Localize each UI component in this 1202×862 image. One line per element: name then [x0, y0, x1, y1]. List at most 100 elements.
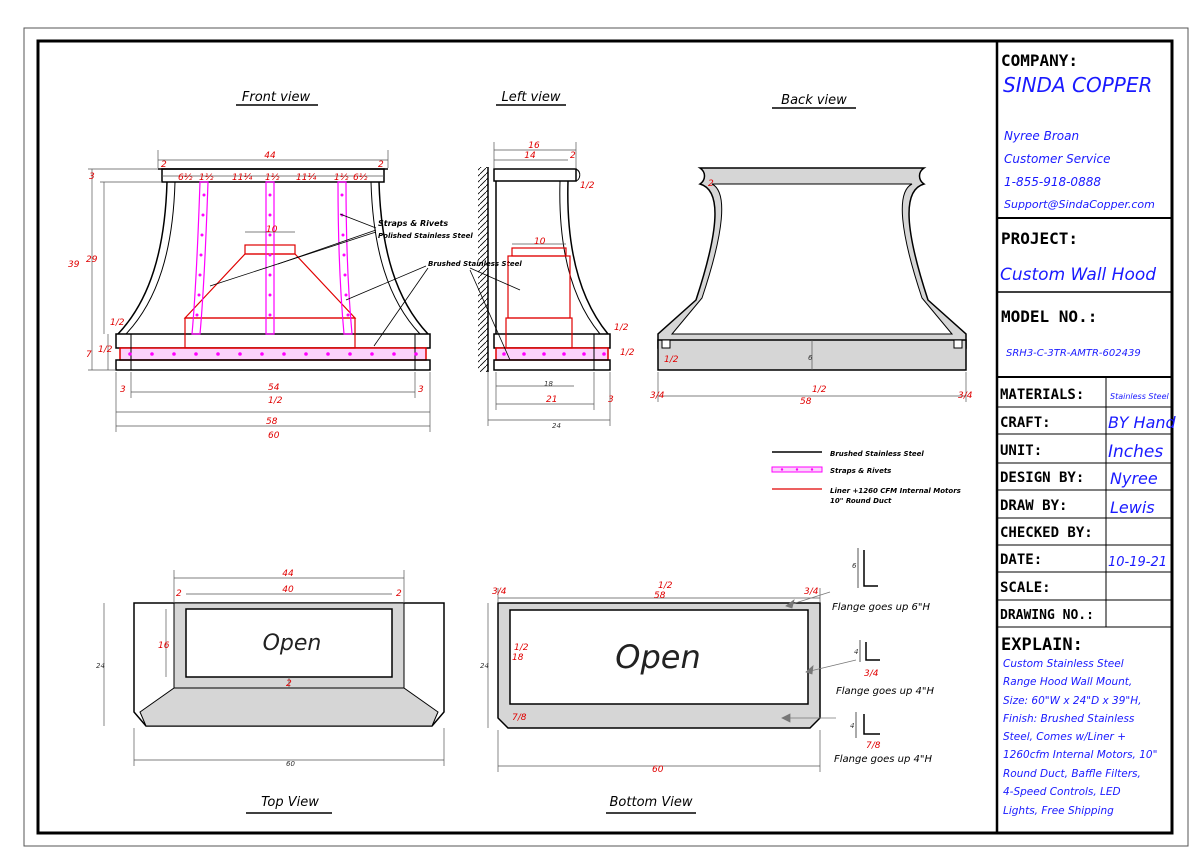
svg-text:1/2: 1/2	[268, 396, 283, 406]
project-name: Custom Wall Hood	[1000, 265, 1156, 285]
svg-text:3: 3	[608, 395, 614, 405]
svg-text:1/2: 1/2	[98, 345, 113, 355]
explain-label: EXPLAIN:	[1001, 635, 1083, 655]
svg-text:24: 24	[552, 422, 561, 430]
svg-text:10: 10	[266, 225, 278, 235]
model-label: MODEL NO.:	[1001, 307, 1097, 326]
flange-4-label-b: Flange goes up 4"H	[834, 754, 933, 765]
materials-label: MATERIALS:	[1000, 387, 1084, 403]
svg-text:1½: 1½	[199, 173, 214, 183]
materials-value: Stainless Steel	[1110, 392, 1169, 401]
scale-label: SCALE:	[1000, 580, 1051, 596]
svg-text:7/8: 7/8	[866, 741, 881, 751]
svg-text:3: 3	[120, 385, 126, 395]
svg-text:24: 24	[96, 662, 105, 670]
svg-text:60: 60	[652, 765, 664, 775]
contact-role: Customer Service	[1004, 152, 1110, 166]
date-value: 10-19-21	[1108, 555, 1167, 570]
bottom-view-title: Bottom View	[610, 795, 693, 810]
svg-text:Finish: Brushed Stainless: Finish: Brushed Stainless	[1003, 713, 1135, 725]
date-label: DATE:	[1000, 552, 1042, 568]
svg-text:2: 2	[708, 179, 714, 189]
svg-text:1/2: 1/2	[580, 181, 595, 191]
svg-text:21: 21	[546, 395, 557, 405]
svg-text:58: 58	[654, 591, 666, 601]
front-view-title: Front view	[242, 90, 311, 105]
svg-text:58: 58	[266, 417, 278, 427]
view-titles: Front view Left view Back view Top View …	[236, 90, 856, 814]
design-by-value: Nyree	[1110, 469, 1158, 488]
bottom-open-label: Open	[615, 638, 700, 676]
draw-by-label: DRAW BY:	[1000, 498, 1067, 514]
brushed-callout: Brushed Stainless Steel	[428, 260, 522, 268]
svg-text:Steel, Comes w/Liner +: Steel, Comes w/Liner +	[1003, 731, 1126, 743]
svg-text:1/2: 1/2	[620, 348, 635, 358]
svg-text:10: 10	[534, 237, 546, 247]
svg-text:3/4: 3/4	[650, 391, 665, 401]
svg-text:1/2: 1/2	[664, 355, 679, 365]
unit-label: UNIT:	[1000, 443, 1042, 459]
svg-text:4: 4	[850, 722, 854, 730]
title-block: COMPANY: SINDA COPPER Nyree Broan Custom…	[995, 41, 1177, 833]
checked-by-label: CHECKED BY:	[1000, 525, 1093, 541]
contact-email: Support@SindaCopper.com	[1004, 198, 1155, 211]
svg-text:Round Duct, Baffle Filters,: Round Duct, Baffle Filters,	[1003, 768, 1141, 780]
model-number: SRH3-C-3TR-AMTR-602439	[1006, 348, 1141, 359]
svg-text:6: 6	[852, 562, 857, 570]
svg-text:Size: 60"W x 24"D x 39"H,: Size: 60"W x 24"D x 39"H,	[1003, 695, 1141, 707]
svg-text:2: 2	[378, 160, 384, 170]
flange-details: 6 Flange goes up 6"H 4 3/4 Flange goes u…	[832, 548, 935, 765]
svg-text:2: 2	[286, 679, 292, 689]
explain-text: Custom Stainless Steel Range Hood Wall M…	[1003, 658, 1157, 817]
flange-4-label-a: Flange goes up 4"H	[836, 686, 935, 697]
svg-text:54: 54	[268, 383, 280, 393]
svg-text:6½: 6½	[353, 173, 368, 183]
svg-text:44: 44	[282, 569, 294, 579]
left-view-title: Left view	[502, 90, 561, 105]
svg-text:2: 2	[396, 589, 402, 599]
svg-text:18: 18	[512, 653, 524, 663]
svg-text:3/4: 3/4	[804, 587, 819, 597]
svg-text:2: 2	[161, 160, 167, 170]
svg-text:Lights, Free Shipping: Lights, Free Shipping	[1003, 805, 1114, 817]
svg-text:6: 6	[808, 354, 813, 362]
svg-text:3/4: 3/4	[492, 587, 507, 597]
svg-text:60: 60	[286, 760, 295, 768]
svg-text:40: 40	[282, 585, 294, 595]
legend: Brushed Stainless Steel Straps & Rivets …	[771, 450, 961, 505]
legend-brushed: Brushed Stainless Steel	[830, 450, 924, 458]
legend-liner: Liner +1260 CFM Internal Motors	[830, 487, 961, 495]
back-view: 2 6 58 1/2 1/2 3/4 3/4	[650, 167, 973, 407]
svg-text:2: 2	[176, 589, 182, 599]
svg-text:29: 29	[86, 255, 98, 265]
top-open-label: Open	[263, 631, 322, 656]
top-view: Open 44 40 2 2 16 24 60 2	[96, 569, 445, 768]
svg-text:4: 4	[854, 648, 858, 656]
flange-6-label: Flange goes up 6"H	[832, 602, 931, 613]
polished-callout: Polished Stainless Steel	[378, 232, 473, 240]
project-label: PROJECT:	[1001, 229, 1078, 248]
svg-text:7/8: 7/8	[512, 713, 527, 723]
svg-text:11¼: 11¼	[296, 173, 316, 183]
svg-text:1/2: 1/2	[110, 318, 125, 328]
company-name: SINDA COPPER	[1003, 73, 1152, 97]
svg-text:18: 18	[544, 380, 553, 388]
svg-text:3: 3	[89, 172, 95, 182]
svg-text:11¼: 11¼	[232, 173, 252, 183]
contact-phone: 1-855-918-0888	[1004, 175, 1101, 189]
svg-text:14: 14	[524, 151, 536, 161]
design-by-label: DESIGN BY:	[1000, 470, 1084, 486]
draw-by-value: Lewis	[1110, 498, 1155, 517]
svg-text:1260cfm Internal Motors, 10": 1260cfm Internal Motors, 10"	[1003, 749, 1157, 761]
top-view-title: Top View	[261, 795, 319, 810]
svg-text:1½: 1½	[334, 173, 349, 183]
svg-text:Custom Stainless Steel: Custom Stainless Steel	[1003, 658, 1124, 670]
svg-text:60: 60	[268, 431, 280, 441]
svg-text:1/2: 1/2	[614, 323, 629, 333]
contact-name: Nyree Broan	[1004, 129, 1079, 143]
svg-text:1/2: 1/2	[812, 385, 827, 395]
outer-border	[23, 27, 1189, 847]
craft-label: CRAFT:	[1000, 415, 1051, 431]
